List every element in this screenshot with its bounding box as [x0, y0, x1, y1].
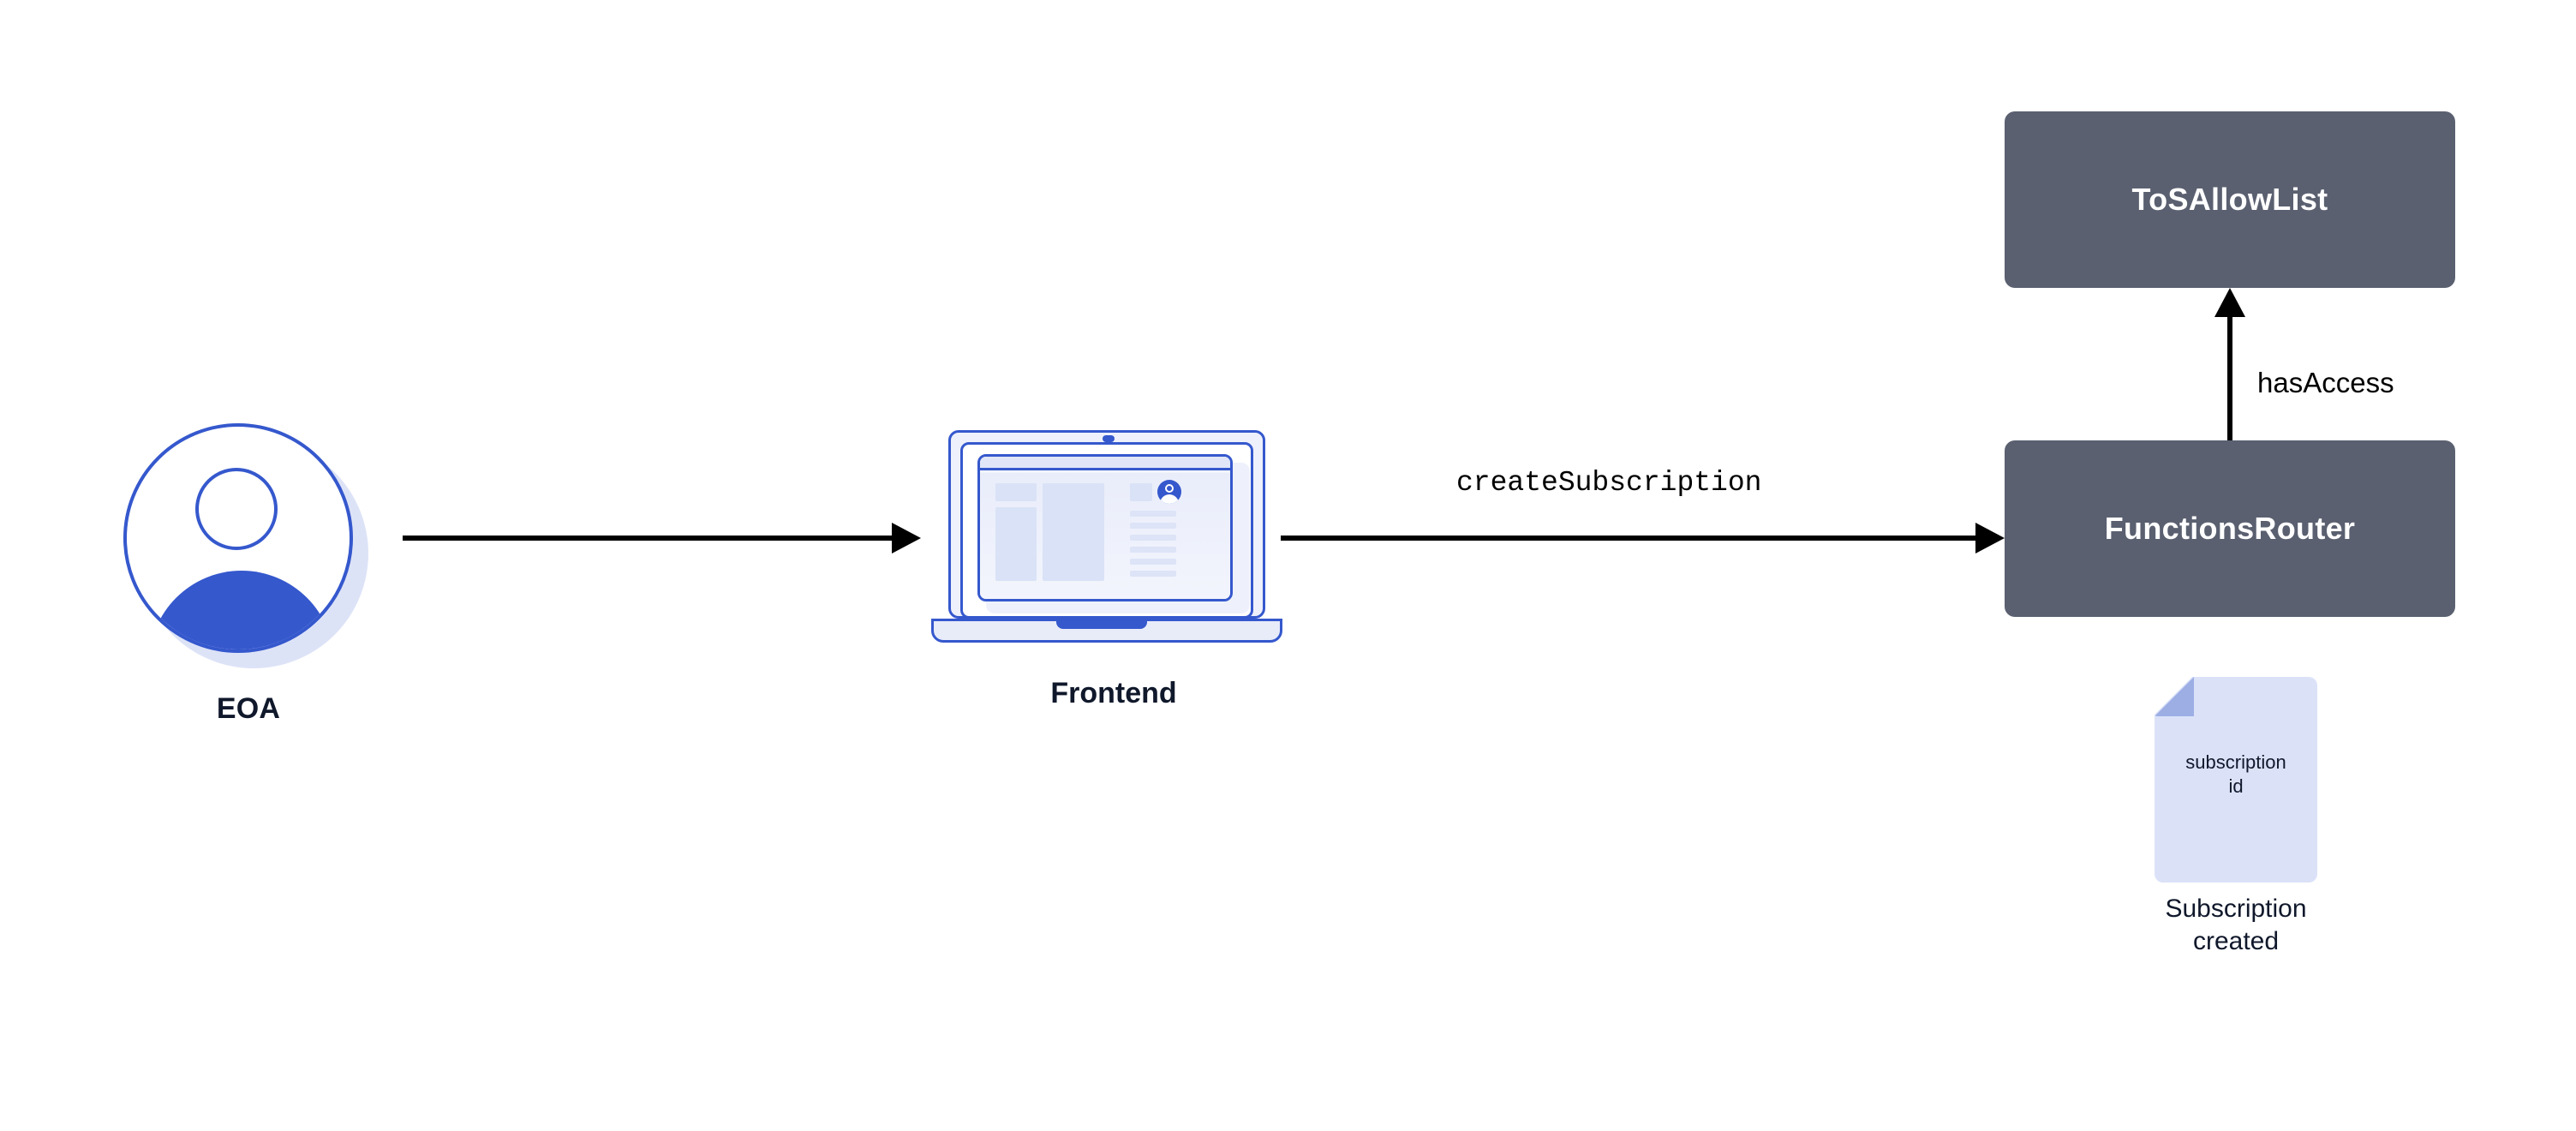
node-eoa[interactable]: EOA	[120, 420, 377, 763]
arrow-frontend-to-router	[1281, 521, 2005, 555]
screen-block-right-top	[1130, 483, 1152, 501]
user-avatar-icon	[120, 420, 377, 677]
node-functions-router[interactable]: FunctionsRouter	[2005, 440, 2455, 617]
screen-text-line	[1130, 559, 1176, 565]
document-caption: Subscription created	[2082, 893, 2390, 958]
node-frontend[interactable]: Frontend	[921, 420, 1306, 763]
edge-label-create-subscription: createSubscription	[1456, 467, 1762, 499]
screen-block-left-top	[995, 483, 1037, 501]
screen-text-line	[1130, 571, 1176, 577]
screen-content	[980, 473, 1230, 599]
screen-avatar-head	[1165, 484, 1174, 493]
avatar-body-shape	[149, 571, 334, 649]
screen-block-center	[1043, 483, 1104, 581]
node-tos-allow-list[interactable]: ToSAllowList	[2005, 111, 2455, 288]
document-body-text: subscription id	[2155, 751, 2317, 799]
arrow-shaft	[2227, 303, 2232, 440]
arrow-shaft	[1281, 536, 1979, 541]
screen-text-line	[1130, 547, 1176, 553]
arrow-shaft	[403, 536, 895, 541]
node-frontend-label: Frontend	[1050, 677, 1177, 709]
node-functions-router-label: FunctionsRouter	[2104, 511, 2356, 546]
screen-block-left-bottom	[995, 507, 1037, 581]
screen-avatar-icon	[1157, 480, 1181, 504]
arrow-router-to-tos-allow-list	[2213, 288, 2247, 440]
laptop-screen	[977, 454, 1233, 601]
node-eoa-label: EOA	[216, 692, 281, 725]
document-caption-line-1: Subscription	[2165, 895, 2307, 923]
laptop-trackpad	[1056, 619, 1147, 629]
arrow-eoa-to-frontend	[403, 521, 921, 555]
edge-label-has-access: hasAccess	[2257, 367, 2394, 398]
document-icon: subscription id	[2155, 677, 2317, 883]
screen-text-line	[1130, 511, 1176, 517]
avatar-head-shape	[195, 468, 278, 550]
document-caption-line-2: created	[2192, 927, 2280, 955]
screen-titlebar	[980, 457, 1230, 470]
screen-text-line	[1130, 523, 1176, 529]
document-body-text-line-2: id	[2228, 775, 2244, 797]
arrow-head-icon	[2214, 288, 2245, 317]
screen-avatar-body	[1160, 494, 1179, 504]
screen-text-line	[1130, 535, 1176, 541]
node-tos-allow-list-label: ToSAllowList	[2131, 182, 2328, 217]
document-body-text-line-1: subscription	[2185, 751, 2286, 773]
arrow-head-icon	[892, 523, 921, 554]
node-subscription-document[interactable]: subscription id Subscription created	[2155, 677, 2317, 955]
laptop-camera-icon	[1103, 435, 1115, 442]
arrow-head-icon	[1975, 523, 2005, 554]
laptop-icon	[921, 420, 1306, 668]
